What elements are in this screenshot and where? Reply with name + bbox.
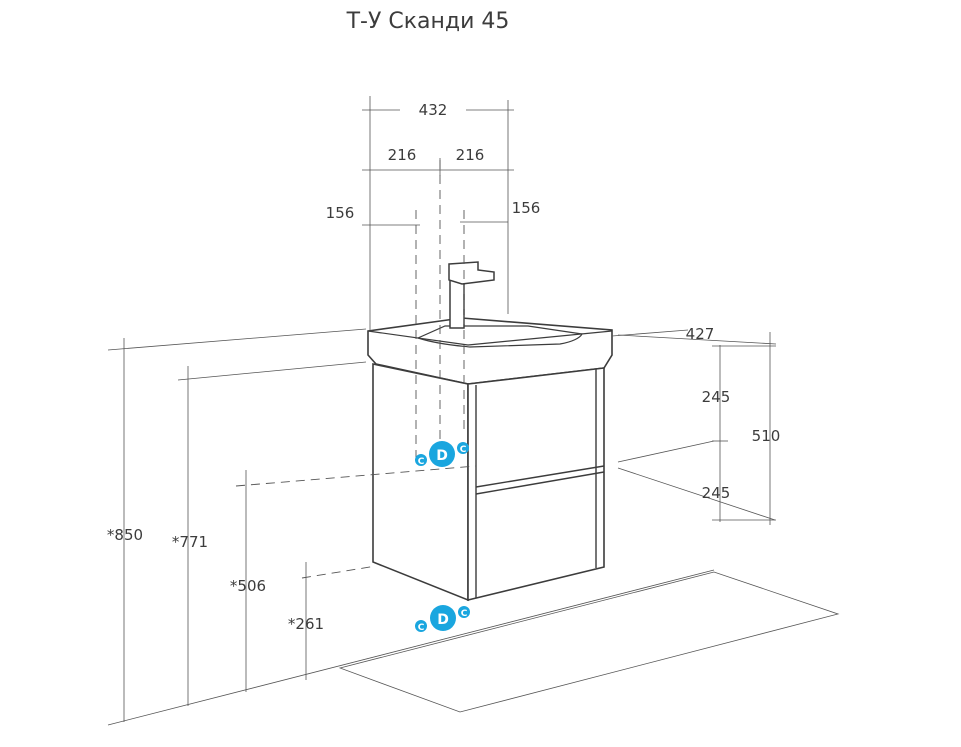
svg-text:C: C xyxy=(461,609,468,619)
dim-height-261: *261 xyxy=(288,615,324,633)
svg-text:C: C xyxy=(418,623,425,633)
dim-half-right: 216 xyxy=(456,146,485,164)
dim-offset-right: 156 xyxy=(512,199,541,217)
dim-drawer-lower: 245 xyxy=(702,484,731,502)
right-dimensions xyxy=(712,332,776,525)
dim-height-771: *771 xyxy=(172,533,208,551)
depth-dimension xyxy=(611,329,689,337)
dim-cabinet-height: 510 xyxy=(752,427,781,445)
cabinet xyxy=(372,363,605,602)
cold-water-connector-upper xyxy=(415,454,427,466)
left-dimensions xyxy=(123,338,307,722)
wall-connectors: C D C xyxy=(415,441,469,467)
svg-text:D: D xyxy=(436,448,448,464)
dim-half-left: 216 xyxy=(388,146,417,164)
svg-text:C: C xyxy=(418,457,425,467)
hot-water-connector-upper xyxy=(457,442,469,454)
dim-height-total: *850 xyxy=(107,526,143,544)
dim-height-506: *506 xyxy=(230,577,266,595)
svg-text:C: C xyxy=(460,445,467,455)
cold-water-connector-lower xyxy=(415,620,427,632)
sink-basin xyxy=(367,317,613,385)
faucet xyxy=(448,261,495,329)
wall-lines xyxy=(107,328,840,726)
dashed-guides xyxy=(235,160,477,579)
floor-outline xyxy=(338,571,840,713)
floor-connectors: C D C xyxy=(415,605,470,633)
hot-water-connector-lower xyxy=(458,606,470,618)
dim-offset-left: 156 xyxy=(326,204,355,222)
drawing-title: Т-У Сканди 45 xyxy=(346,9,510,34)
dim-drawer-upper: 245 xyxy=(702,388,731,406)
drain-connector-upper xyxy=(429,441,455,467)
dim-depth: 427 xyxy=(686,325,715,343)
top-dimensions xyxy=(362,96,514,330)
drain-connector-lower xyxy=(430,605,456,631)
dim-total-width: 432 xyxy=(419,101,448,119)
svg-text:D: D xyxy=(437,612,449,628)
